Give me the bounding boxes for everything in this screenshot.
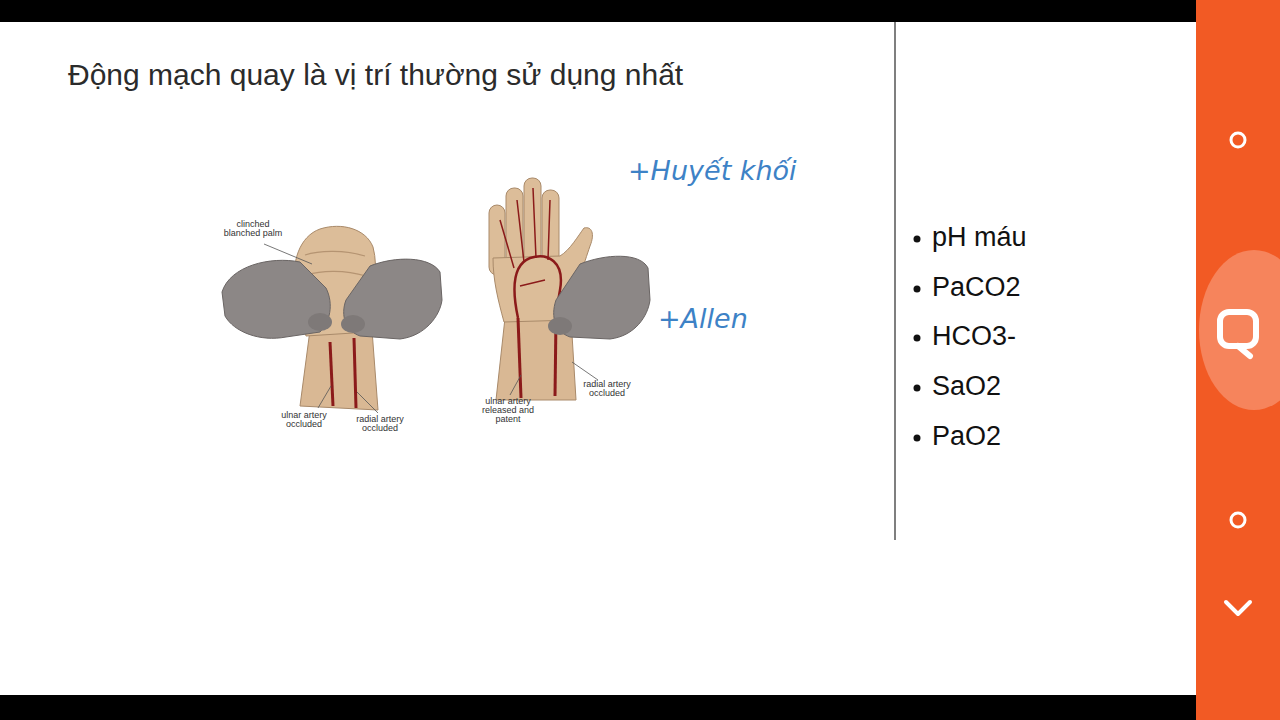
label-slot: HCO3-	[932, 321, 1016, 352]
label-slot: PaO2	[932, 421, 1001, 452]
figure-label: radial artery occluded	[352, 415, 408, 433]
figure-label: ulnar artery released and patent	[481, 397, 535, 424]
handwritten-note: +Huyết khối	[628, 155, 797, 186]
leader-line	[357, 392, 378, 413]
title-slot: Động mạch quay là vị trí thường sử dụng …	[68, 58, 683, 92]
bullet-item: PaCO2	[932, 272, 1021, 303]
bullet-dot	[914, 236, 921, 243]
toolbar-ring	[1231, 133, 1245, 147]
figure-label: clinched blanched palm	[220, 220, 286, 238]
label-slot: radial artery occluded	[578, 380, 636, 398]
leader-line	[510, 375, 521, 395]
figure-label: ulnar artery occluded	[276, 411, 332, 429]
bullet-dot	[914, 435, 921, 442]
thumb-press	[341, 315, 365, 333]
bullet-item: PaO2	[932, 421, 1001, 452]
toolbar-highlight	[1199, 250, 1280, 410]
divider-line	[894, 22, 896, 540]
bullet-item: pH máu	[932, 222, 1027, 253]
label-slot: clinched blanched palm	[220, 220, 286, 238]
leader-line	[264, 244, 312, 264]
ulnar-artery	[330, 342, 333, 406]
label-slot: +Allen	[658, 303, 748, 334]
label-slot: PaCO2	[932, 272, 1021, 303]
ulnar-artery	[518, 318, 521, 398]
bullet-item: SaO2	[932, 371, 1001, 402]
label-slot: ulnar artery released and patent	[481, 397, 535, 424]
thumb-press	[308, 313, 332, 331]
thumb-press	[548, 317, 572, 335]
forearm	[300, 330, 378, 410]
bullet-dot	[914, 385, 921, 392]
handwritten-note: +Allen	[658, 303, 748, 334]
leader-line	[572, 362, 598, 380]
bullet-dot	[914, 286, 921, 293]
slide-title: Động mạch quay là vị trí thường sử dụng …	[68, 58, 683, 92]
finger-crease	[305, 251, 366, 276]
radial-artery	[354, 338, 356, 408]
label-slot: +Huyết khối	[628, 155, 797, 186]
zoom-icon-tail	[1238, 346, 1250, 356]
top-bar	[0, 0, 1196, 22]
figure-label: radial artery occluded	[578, 380, 636, 398]
chevron-down	[1226, 602, 1250, 614]
zoom-icon	[1220, 312, 1256, 346]
label-slot: ulnar artery occluded	[276, 411, 332, 429]
digital-artery	[500, 188, 550, 286]
forearm	[496, 318, 576, 400]
label-slot: radial artery occluded	[352, 415, 408, 433]
toolbar-ring	[1231, 513, 1245, 527]
bullet-dot	[914, 335, 921, 342]
bullet-item: HCO3-	[932, 321, 1016, 352]
leader-line	[318, 386, 331, 408]
label-slot: SaO2	[932, 371, 1001, 402]
label-slot: pH máu	[932, 222, 1027, 253]
bottom-bar	[0, 695, 1196, 720]
